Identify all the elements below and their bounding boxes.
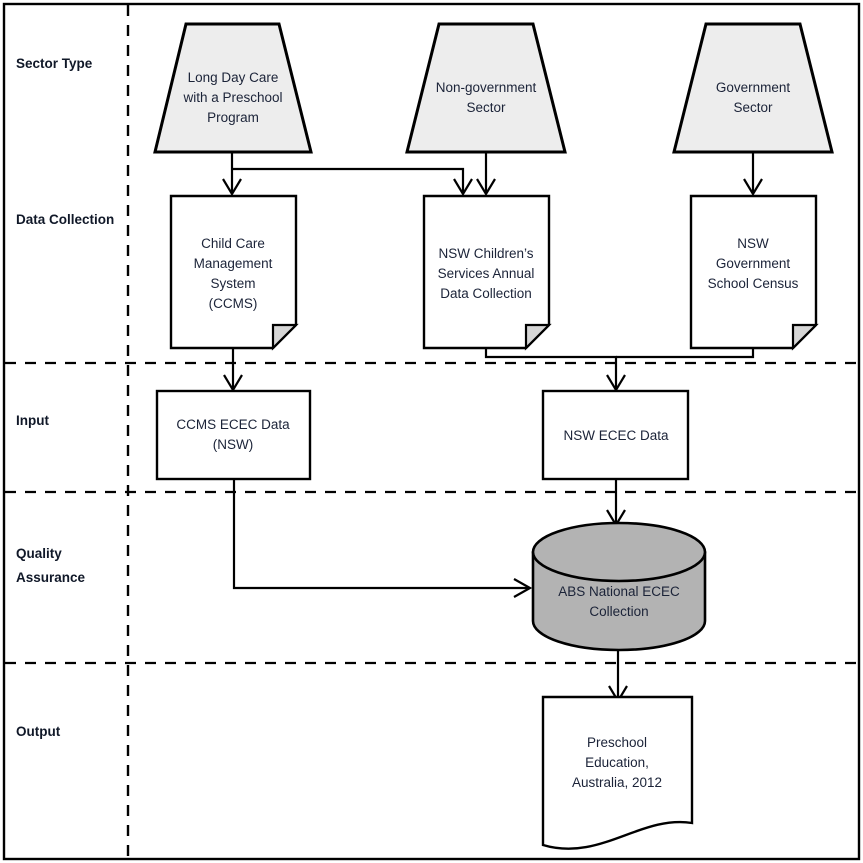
arrowhead-nongov (476, 178, 496, 197)
arrowhead-ldc-to-ccms (222, 178, 242, 197)
abs-cylinder-top (531, 521, 707, 583)
government-sector-trapezoid (672, 22, 834, 154)
long-day-care-line-1: Long Day Care (188, 70, 279, 85)
node-non-government-sector[interactable]: Non-government Sector (405, 22, 567, 154)
nsw-childrens-services-line-3: Data Collection (440, 286, 532, 301)
nsw-ecec-data-line-1: NSW ECEC Data (563, 428, 669, 443)
swimlane-label-output: Output (16, 724, 61, 739)
government-sector-line-2: Sector (733, 100, 773, 115)
node-ccms-ecec-data[interactable]: CCMS ECEC Data (NSW) (155, 389, 312, 481)
connector-school-census-to-nsw-ecec-data (616, 348, 755, 359)
output-line-1: Preschool (587, 735, 647, 750)
connector-ldc-to-nsw-childrens-services (232, 167, 465, 193)
node-school-census-document[interactable]: NSW Government School Census (689, 194, 819, 351)
nsw-childrens-services-document-fold (524, 323, 552, 351)
swimlane-label-quality-assurance-line2: Assurance (16, 570, 86, 585)
long-day-care-trapezoid (153, 22, 313, 154)
non-government-sector-line-1: Non-government (436, 80, 537, 95)
swimlane-label-quality-assurance-line1: Quality (16, 546, 62, 561)
connector-nsw-childrens-services-to-nsw-ecec-data (484, 348, 618, 389)
non-government-sector-trapezoid (405, 22, 567, 154)
output-line-3: Australia, 2012 (572, 775, 662, 790)
node-long-day-care[interactable]: Long Day Care with a Preschool Program (153, 22, 313, 154)
output-document-shape (541, 695, 694, 850)
swimlane-label-sector-type: Sector Type (16, 56, 93, 71)
school-census-line-3: School Census (708, 276, 799, 291)
ccms-document-fold (271, 323, 299, 351)
abs-collection-line-1: ABS National ECEC (558, 584, 680, 599)
output-line-2: Education, (585, 755, 649, 770)
nsw-ecec-data-rect (541, 389, 690, 481)
long-day-care-line-2: with a Preschool (182, 90, 282, 105)
node-nsw-ecec-data[interactable]: NSW ECEC Data (541, 389, 690, 481)
connector-ccms-ecec-data-to-abs (232, 479, 528, 590)
ccms-ecec-data-line-1: CCMS ECEC Data (176, 417, 290, 432)
government-sector-line-1: Government (716, 80, 791, 95)
school-census-document-fold (791, 323, 819, 351)
school-census-line-2: Government (716, 256, 791, 271)
node-nsw-childrens-services-document[interactable]: NSW Children’s Services Annual Data Coll… (422, 194, 552, 351)
non-government-sector-line-2: Sector (466, 100, 506, 115)
arrowhead-ccms-to-abs (513, 578, 533, 598)
ccms-ecec-data-rect (155, 389, 312, 481)
swimlane-label-input: Input (16, 413, 49, 428)
ccms-line-4: (CCMS) (209, 296, 258, 311)
long-day-care-line-3: Program (207, 110, 259, 125)
node-ccms-document[interactable]: Child Care Management System (CCMS) (169, 194, 299, 351)
arrowhead-ldc-branch (453, 178, 473, 197)
nsw-childrens-services-line-1: NSW Children’s (438, 246, 533, 261)
ccms-line-2: Management (194, 256, 273, 271)
node-government-sector[interactable]: Government Sector (672, 22, 834, 154)
ccms-ecec-data-line-2: (NSW) (213, 437, 254, 452)
arrowhead-gov (743, 178, 763, 197)
swimlane-label-data-collection: Data Collection (16, 212, 114, 227)
abs-collection-line-2: Collection (589, 604, 648, 619)
node-abs-national-ecec-collection[interactable]: ABS National ECEC Collection (531, 521, 707, 652)
nsw-childrens-services-line-2: Services Annual (438, 266, 535, 281)
school-census-line-1: NSW (737, 236, 769, 251)
ccms-line-3: System (210, 276, 255, 291)
node-preschool-education-australia-2012[interactable]: Preschool Education, Australia, 2012 (541, 695, 694, 850)
ccms-line-1: Child Care (201, 236, 265, 251)
